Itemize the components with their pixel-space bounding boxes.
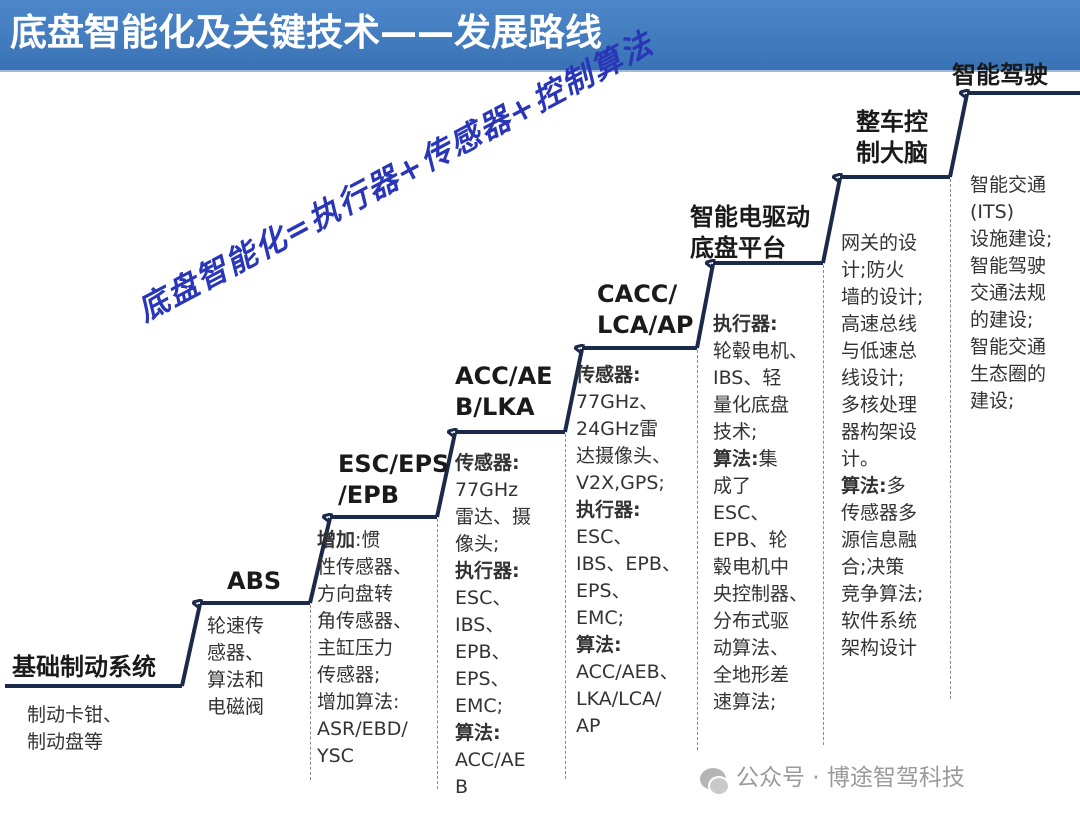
desc-text: 网关的设 计;防火 墙的设计; 高速总线 与低速总 线设计; 多核处理 器构架设… [841, 232, 924, 470]
desc-bold: 执行器: [713, 313, 778, 335]
stage-label-acc: ACC/AE B/LKA [455, 362, 553, 421]
desc-text: ESC、 IBS、EPB、 EPS、 EMC; [576, 526, 681, 629]
divider-3 [565, 434, 566, 779]
divider-2 [437, 519, 438, 789]
desc-bold: 增加 [317, 529, 356, 551]
desc-text: ACC/AE B [455, 749, 526, 798]
desc-bold: 传感器: [576, 364, 641, 386]
stage-desc-autonomous: 智能交通 (ITS) 设施建设; 智能驾驶 交通法规 的建设; 智能交通 生态圈… [970, 174, 1053, 412]
desc-bold: 算法: [841, 475, 887, 497]
desc-bold: 算法: [455, 722, 501, 744]
desc-bold: 执行器: [455, 560, 520, 582]
step-riser-3 [435, 433, 455, 518]
step-riser-1 [180, 604, 200, 687]
divider-4 [697, 350, 698, 750]
desc-bold: 执行器: [576, 499, 641, 521]
stage-desc-acc: 传感器: 77GHz 雷达、摄 像头; 执行器: ESC、 IBS、 EPB、 … [455, 450, 531, 801]
step-riser-5 [695, 264, 713, 349]
watermark-text: 公众号 · 博途智驾科技 [736, 765, 965, 791]
stage-label-basic-brake: 基础制动系统 [12, 653, 156, 681]
stage-label-vehicle-brain: 整车控 制大脑 [856, 108, 928, 167]
desc-text: 77GHz 雷达、摄 像头; [455, 479, 532, 555]
desc-text: 77GHz、 24GHz雷 达摄像头、 V2X,GPS; [576, 391, 672, 494]
step-riser-2 [308, 518, 330, 604]
watermark: 公众号 · 博途智驾科技 [700, 758, 965, 796]
desc-bold: 算法: [576, 634, 622, 656]
desc-text: ACC/AEB、 LKA/LCA/ AP [576, 661, 679, 737]
stage-desc-vehicle-brain: 网关的设 计;防火 墙的设计; 高速总线 与低速总 线设计; 多核处理 器构架设… [841, 230, 923, 662]
desc-text: 集 成了 ESC、 EPB、轮 毂电机中 央控制器、 分布式驱 动算法、 全地形… [713, 448, 809, 713]
stage-label-cacc: CACC/ LCA/AP [597, 280, 694, 339]
divider-6 [950, 179, 951, 699]
stage-label-autonomous: 智能驾驶 [952, 61, 1048, 89]
desc-bold: 算法: [713, 448, 759, 470]
stage-label-esc: ESC/EPS /EPB [338, 450, 450, 509]
title-bar: 底盘智能化及关键技术——发展路线 [0, 0, 1080, 72]
stage-desc-cacc: 传感器: 77GHz、 24GHz雷 达摄像头、 V2X,GPS; 执行器: E… [576, 362, 681, 740]
wechat-icon [700, 767, 730, 796]
step-riser-6 [821, 178, 840, 264]
desc-text: :惯 性传感器、 方向盘转 角传感器、 主缸压力 传感器; 增加算法: ASR/… [317, 529, 413, 767]
desc-text: 多 传感器多 源信息融 合;决策 竞争算法; 软件系统 架构设计 [841, 475, 924, 659]
step-riser-7 [948, 94, 967, 178]
stage-desc-esc: 增加:惯 性传感器、 方向盘转 角传感器、 主缸压力 传感器; 增加算法: AS… [317, 527, 412, 770]
desc-text: ESC、 IBS、 EPB、 EPS、 EMC; [455, 587, 512, 717]
divider-1 [310, 605, 311, 780]
stage-desc-abs: 轮速传 感器、 算法和 电磁阀 [207, 615, 265, 718]
stage-label-e-chassis: 智能电驱动 底盘平台 [690, 203, 810, 262]
desc-text: 轮毂电机、 IBS、轻 量化底盘 技术; [713, 340, 809, 443]
page-title: 底盘智能化及关键技术——发展路线 [10, 11, 602, 54]
stage-desc-basic-brake: 制动卡钳、 制动盘等 [27, 704, 123, 753]
desc-bold: 传感器: [455, 452, 520, 474]
stage-desc-e-chassis: 执行器: 轮毂电机、 IBS、轻 量化底盘 技术; 算法:集 成了 ESC、 E… [713, 311, 808, 716]
stage-label-abs: ABS [227, 567, 282, 595]
divider-5 [823, 265, 824, 745]
step-riser-4 [563, 349, 582, 433]
